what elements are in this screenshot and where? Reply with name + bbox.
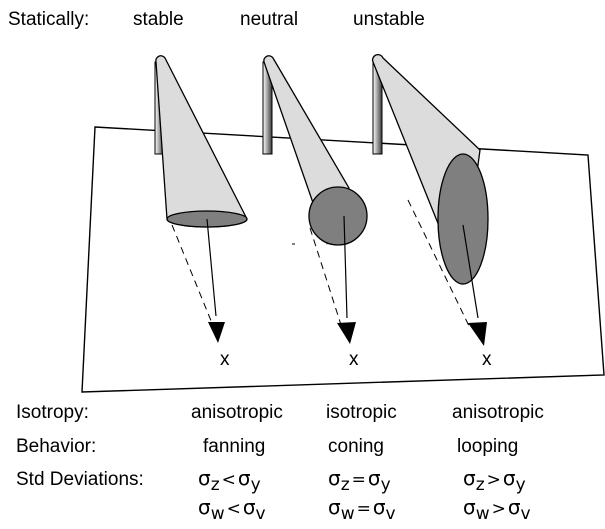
stable-arrowhead (208, 322, 225, 343)
std-deviations-label: Std Deviations: (16, 469, 144, 490)
statically-label: Statically: (8, 9, 90, 30)
ground-plane (81, 126, 605, 393)
isotropy-neutral: isotropic (326, 402, 397, 423)
std-stable-line2: σw<σv (198, 495, 266, 524)
stable-dashed-line (171, 224, 215, 329)
stable-label: stable (133, 9, 184, 30)
std-neutral-line2: σw=σv (328, 495, 396, 524)
x-marker-stable: x (220, 349, 230, 370)
unstable-label: unstable (353, 9, 425, 30)
std-unstable-line1: σz>σy (463, 466, 526, 495)
std-stable-line1: σz<σy (198, 466, 261, 495)
x-marker-neutral: x (349, 349, 359, 370)
neutral-plume-group (262, 55, 368, 344)
behavior-stable: fanning (203, 436, 266, 457)
behavior-neutral: coning (328, 436, 384, 457)
unstable-wind-arrow (462, 224, 479, 319)
unstable-plume-group (371, 54, 489, 346)
std-unstable-line2: σw>σv (463, 495, 531, 524)
stable-plume-group (154, 55, 248, 343)
behavior-unstable: looping (457, 436, 519, 457)
stable-wind-arrow (206, 218, 217, 317)
neutral-cross-section (308, 186, 368, 246)
behavior-label: Behavior: (16, 436, 97, 457)
unstable-arrowhead (468, 322, 487, 346)
neutral-dashed-line (309, 227, 343, 329)
neutral-label: neutral (240, 9, 299, 30)
isotropy-unstable: anisotropic (452, 402, 544, 423)
neutral-arrowhead (337, 322, 356, 344)
isotropy-stable: anisotropic (191, 402, 283, 423)
isotropy-label: Isotropy: (16, 402, 89, 423)
unstable-cross-section (437, 153, 489, 285)
std-neutral-line1: σz=σy (328, 466, 391, 495)
neutral-wind-arrow (343, 215, 348, 319)
x-marker-unstable: x (482, 349, 492, 370)
